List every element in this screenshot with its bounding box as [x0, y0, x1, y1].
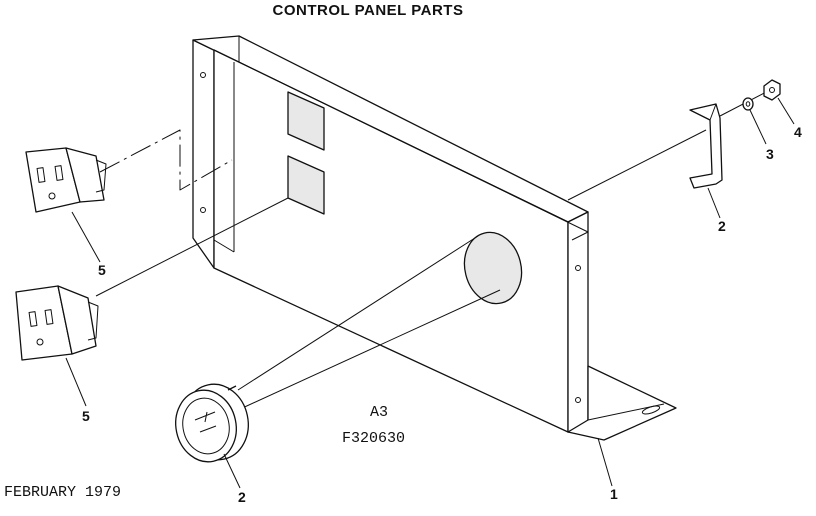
diagram-title: CONTROL PANEL PARTS [272, 2, 464, 19]
callout-leaders [65, 97, 795, 489]
leader-panel [597, 437, 613, 487]
gauge-guide-line [237, 235, 479, 391]
callout-nut: 4 [794, 124, 802, 140]
diagram-date: FEBRUARY 1979 [4, 484, 122, 501]
outlet-cutout-lower [287, 155, 325, 215]
panel-foot-slot [641, 405, 661, 415]
bracket-guide-line [567, 129, 707, 201]
bracket [689, 103, 723, 189]
panel-top-fold [213, 49, 240, 63]
leader-outlet-upper [71, 211, 101, 263]
washer-hole [745, 101, 751, 107]
callout-outlet-upper: 5 [98, 262, 106, 278]
callout-panel: 1 [610, 486, 618, 502]
outlet-lower-ground [36, 338, 44, 346]
outlet-upper-side [65, 147, 105, 203]
outlet-upper-slot [36, 167, 46, 183]
panel-top-inner-edge [238, 61, 589, 233]
outlet-cutout-upper [287, 91, 325, 151]
leader-gauge [223, 453, 241, 489]
panel-right-inner [571, 231, 589, 241]
gauge-bezel [175, 389, 237, 463]
washer [742, 97, 754, 111]
control-panel [192, 35, 677, 441]
outlet-lower-clip [87, 301, 99, 341]
outlet-upper-slot [54, 165, 64, 181]
panel-hole [200, 72, 206, 78]
outlet-upper-guide [99, 129, 233, 191]
callout-gauge: 2 [238, 489, 246, 505]
callout-bracket: 2 [718, 218, 726, 234]
leader-nut [777, 97, 795, 125]
bracket-hardware [567, 79, 781, 201]
panel-right-flange [567, 211, 589, 433]
panel-hole [200, 207, 206, 213]
panel-hole [575, 397, 581, 403]
outlet-upper-clip [95, 159, 107, 193]
outlet-lower [15, 197, 289, 361]
gauge-stem [227, 385, 237, 391]
gauge-needle-icon [194, 411, 217, 433]
outlet-upper-ground [48, 192, 56, 200]
callout-outlet-lower: 5 [82, 408, 90, 424]
outlet-upper [25, 129, 233, 213]
panel-hole [575, 265, 581, 271]
outlet-lower-slot [28, 311, 38, 327]
figure-code: A3 [370, 404, 389, 421]
outlet-lower-side [57, 285, 97, 355]
leader-washer [749, 109, 767, 145]
figure-number: F320630 [342, 430, 406, 447]
panel-face [213, 49, 569, 433]
gauge-cutout [463, 231, 523, 305]
gauge-guide-line [237, 289, 501, 411]
panel-bottom-foot [567, 365, 677, 441]
callout-washer: 3 [766, 146, 774, 162]
bracket-fold [709, 103, 717, 121]
outlet-lower-guide [95, 197, 289, 297]
panel-left-flange [192, 39, 215, 269]
gauge [175, 235, 501, 463]
outlet-lower-slot [44, 309, 54, 325]
leader-bracket [707, 187, 721, 219]
panel-left-inner [213, 239, 235, 253]
leader-outlet-lower [65, 357, 87, 407]
nut-hole [769, 87, 775, 93]
gauge-face [182, 397, 230, 455]
nut [763, 79, 781, 101]
